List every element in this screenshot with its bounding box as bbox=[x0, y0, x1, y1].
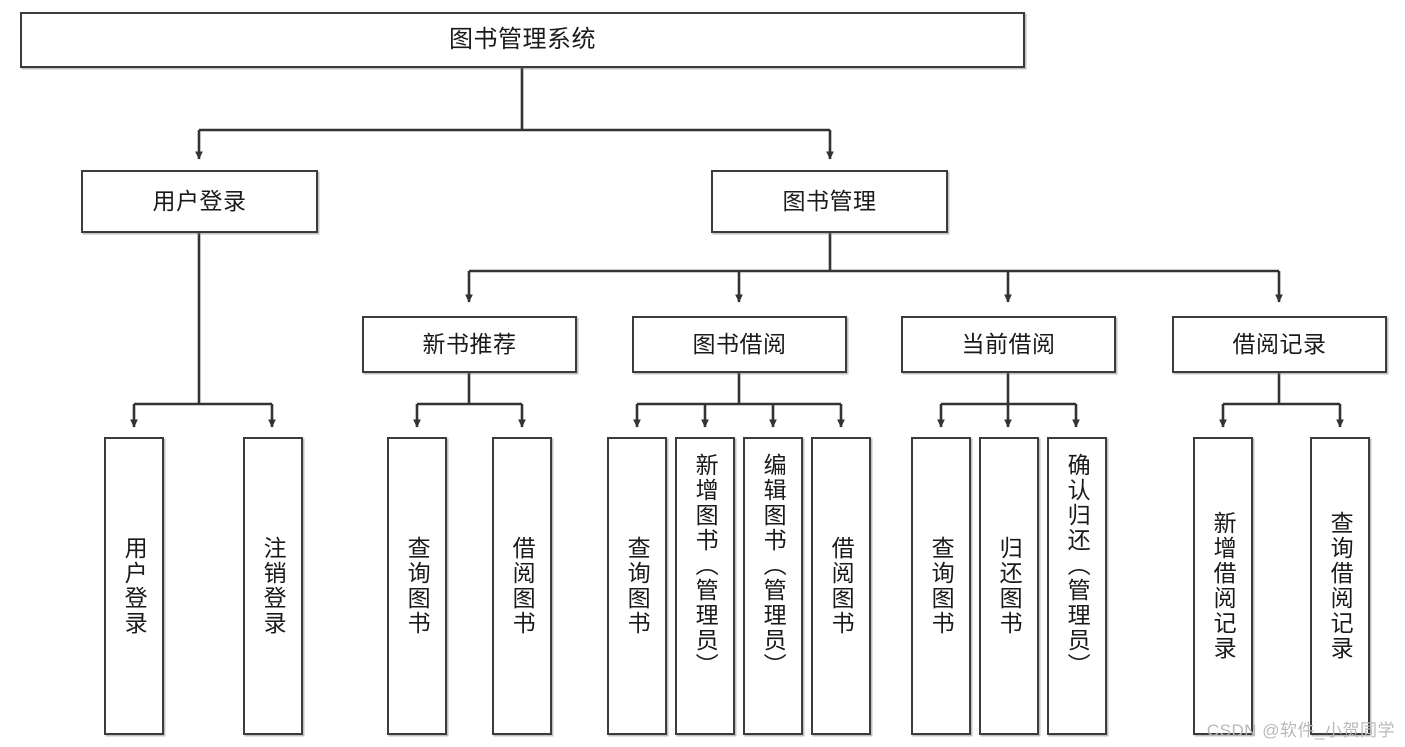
leaf-return-book[interactable]: 归还图书 bbox=[979, 437, 1039, 735]
node-label: 查询图书 bbox=[928, 536, 955, 636]
leaf-logout-login[interactable]: 注销登录 bbox=[243, 437, 303, 735]
leaf-query-book-borrow[interactable]: 查询图书 bbox=[607, 437, 667, 735]
node-root-book-management-system[interactable]: 图书管理系统 bbox=[20, 12, 1025, 68]
leaf-confirm-return-admin[interactable]: 确认归还（管理员） bbox=[1047, 437, 1107, 735]
node-label: 借阅图书 bbox=[828, 536, 855, 636]
node-label: 借阅图书 bbox=[509, 536, 536, 636]
node-label: 查询图书 bbox=[404, 536, 431, 636]
node-label: 图书借阅 bbox=[692, 330, 787, 357]
node-label: 图书管理 bbox=[782, 187, 877, 214]
node-label: 查询图书 bbox=[624, 536, 651, 636]
leaf-query-book-current[interactable]: 查询图书 bbox=[911, 437, 971, 735]
node-label: 借阅记录 bbox=[1232, 330, 1327, 357]
node-label: 新增借阅记录 bbox=[1210, 511, 1237, 661]
leaf-borrow-book-new-rec[interactable]: 借阅图书 bbox=[492, 437, 552, 735]
leaf-query-borrow-record[interactable]: 查询借阅记录 bbox=[1310, 437, 1370, 735]
node-current-borrowing[interactable]: 当前借阅 bbox=[901, 316, 1116, 373]
node-label: 确认归还（管理员） bbox=[1064, 453, 1091, 678]
node-label: 注销登录 bbox=[260, 536, 287, 636]
node-borrowing-record[interactable]: 借阅记录 bbox=[1172, 316, 1387, 373]
leaf-user-login[interactable]: 用户登录 bbox=[104, 437, 164, 735]
leaf-query-book-new-rec[interactable]: 查询图书 bbox=[387, 437, 447, 735]
leaf-add-book-admin[interactable]: 新增图书（管理员） bbox=[675, 437, 735, 735]
csdn-watermark: CSDN @软件_小贺同学 bbox=[1206, 721, 1395, 740]
node-label: 当前借阅 bbox=[961, 330, 1056, 357]
node-label: 图书管理系统 bbox=[449, 25, 596, 53]
node-label: 新增图书（管理员） bbox=[692, 453, 719, 678]
node-new-book-recommendation[interactable]: 新书推荐 bbox=[362, 316, 577, 373]
leaf-borrow-book-borrow[interactable]: 借阅图书 bbox=[811, 437, 871, 735]
node-label: 查询借阅记录 bbox=[1327, 511, 1354, 661]
node-book-borrowing[interactable]: 图书借阅 bbox=[632, 316, 847, 373]
node-label: 编辑图书（管理员） bbox=[760, 453, 787, 678]
node-user-login[interactable]: 用户登录 bbox=[81, 170, 318, 233]
node-label: 用户登录 bbox=[152, 187, 247, 214]
node-label: 归还图书 bbox=[996, 536, 1023, 636]
leaf-add-borrow-record[interactable]: 新增借阅记录 bbox=[1193, 437, 1253, 735]
node-label: 用户登录 bbox=[121, 536, 148, 636]
leaf-edit-book-admin[interactable]: 编辑图书（管理员） bbox=[743, 437, 803, 735]
node-label: 新书推荐 bbox=[422, 330, 517, 357]
node-book-management[interactable]: 图书管理 bbox=[711, 170, 948, 233]
